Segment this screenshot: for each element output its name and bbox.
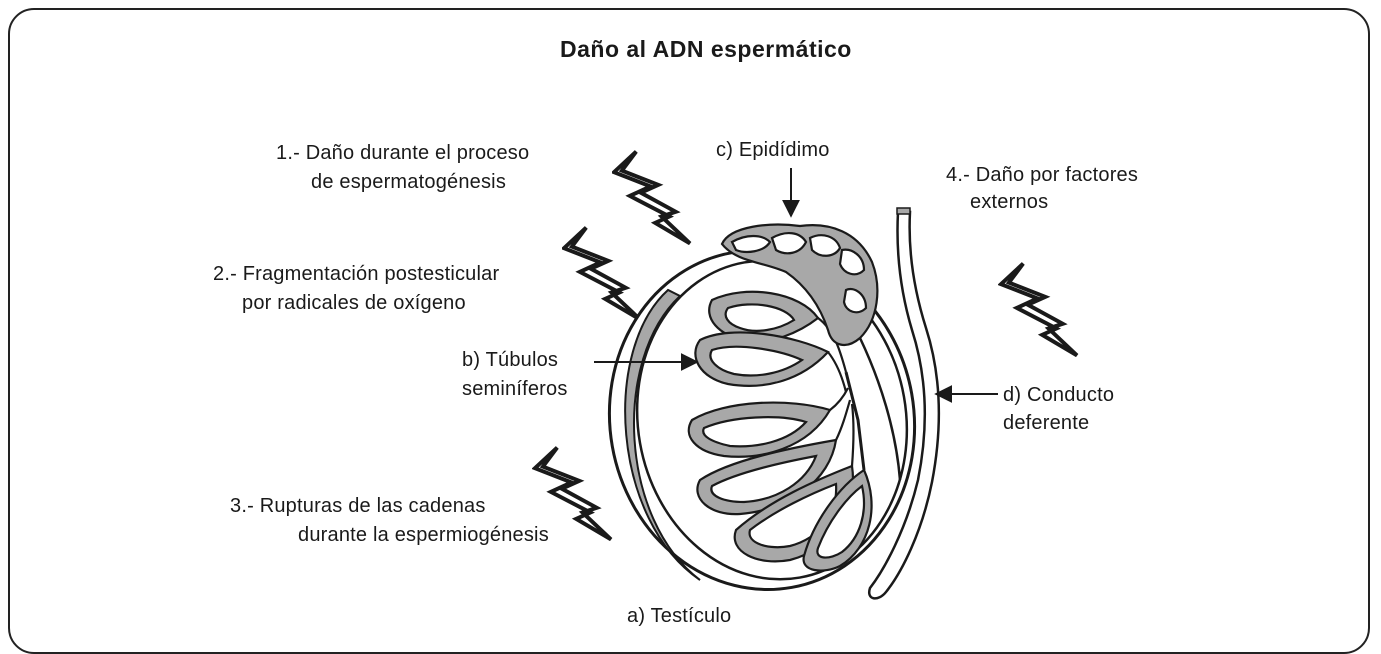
- label-tubules-line1: b) Túbulos: [462, 349, 559, 371]
- damage-4-line2: externos: [970, 191, 1049, 213]
- lightning-bolt-icon-4: [1001, 264, 1077, 356]
- damage-4-line1: 4.- Daño por factores: [946, 164, 1139, 186]
- lightning-bolt-icon-3: [535, 448, 611, 540]
- label-epididymis: c) Epidídimo: [716, 139, 830, 161]
- label-vas-line1: d) Conducto: [1003, 384, 1115, 406]
- damage-1-line2: de espermatogénesis: [311, 171, 507, 193]
- label-testicle: a) Testículo: [627, 605, 732, 627]
- damage-3-line1: 3.- Rupturas de las cadenas: [230, 495, 486, 517]
- damage-3-line2: durante la espermiogénesis: [298, 524, 549, 546]
- lightning-bolt-icon-1: [612, 150, 692, 245]
- label-vas-line2: deferente: [1003, 412, 1090, 434]
- damage-2-line1: 2.- Fragmentación postesticular: [213, 263, 500, 285]
- diagram-title: Daño al ADN espermático: [560, 36, 852, 62]
- vas-deferens: [867, 207, 941, 600]
- seminiferous-tubules: [687, 290, 873, 572]
- damage-1-line1: 1.- Daño durante el proceso: [276, 142, 530, 164]
- epididymis: [720, 223, 902, 481]
- damage-2-line2: por radicales de oxígeno: [242, 292, 466, 314]
- label-tubules-line2: seminíferos: [462, 378, 568, 400]
- lightning-bolt-icon-2: [562, 226, 642, 321]
